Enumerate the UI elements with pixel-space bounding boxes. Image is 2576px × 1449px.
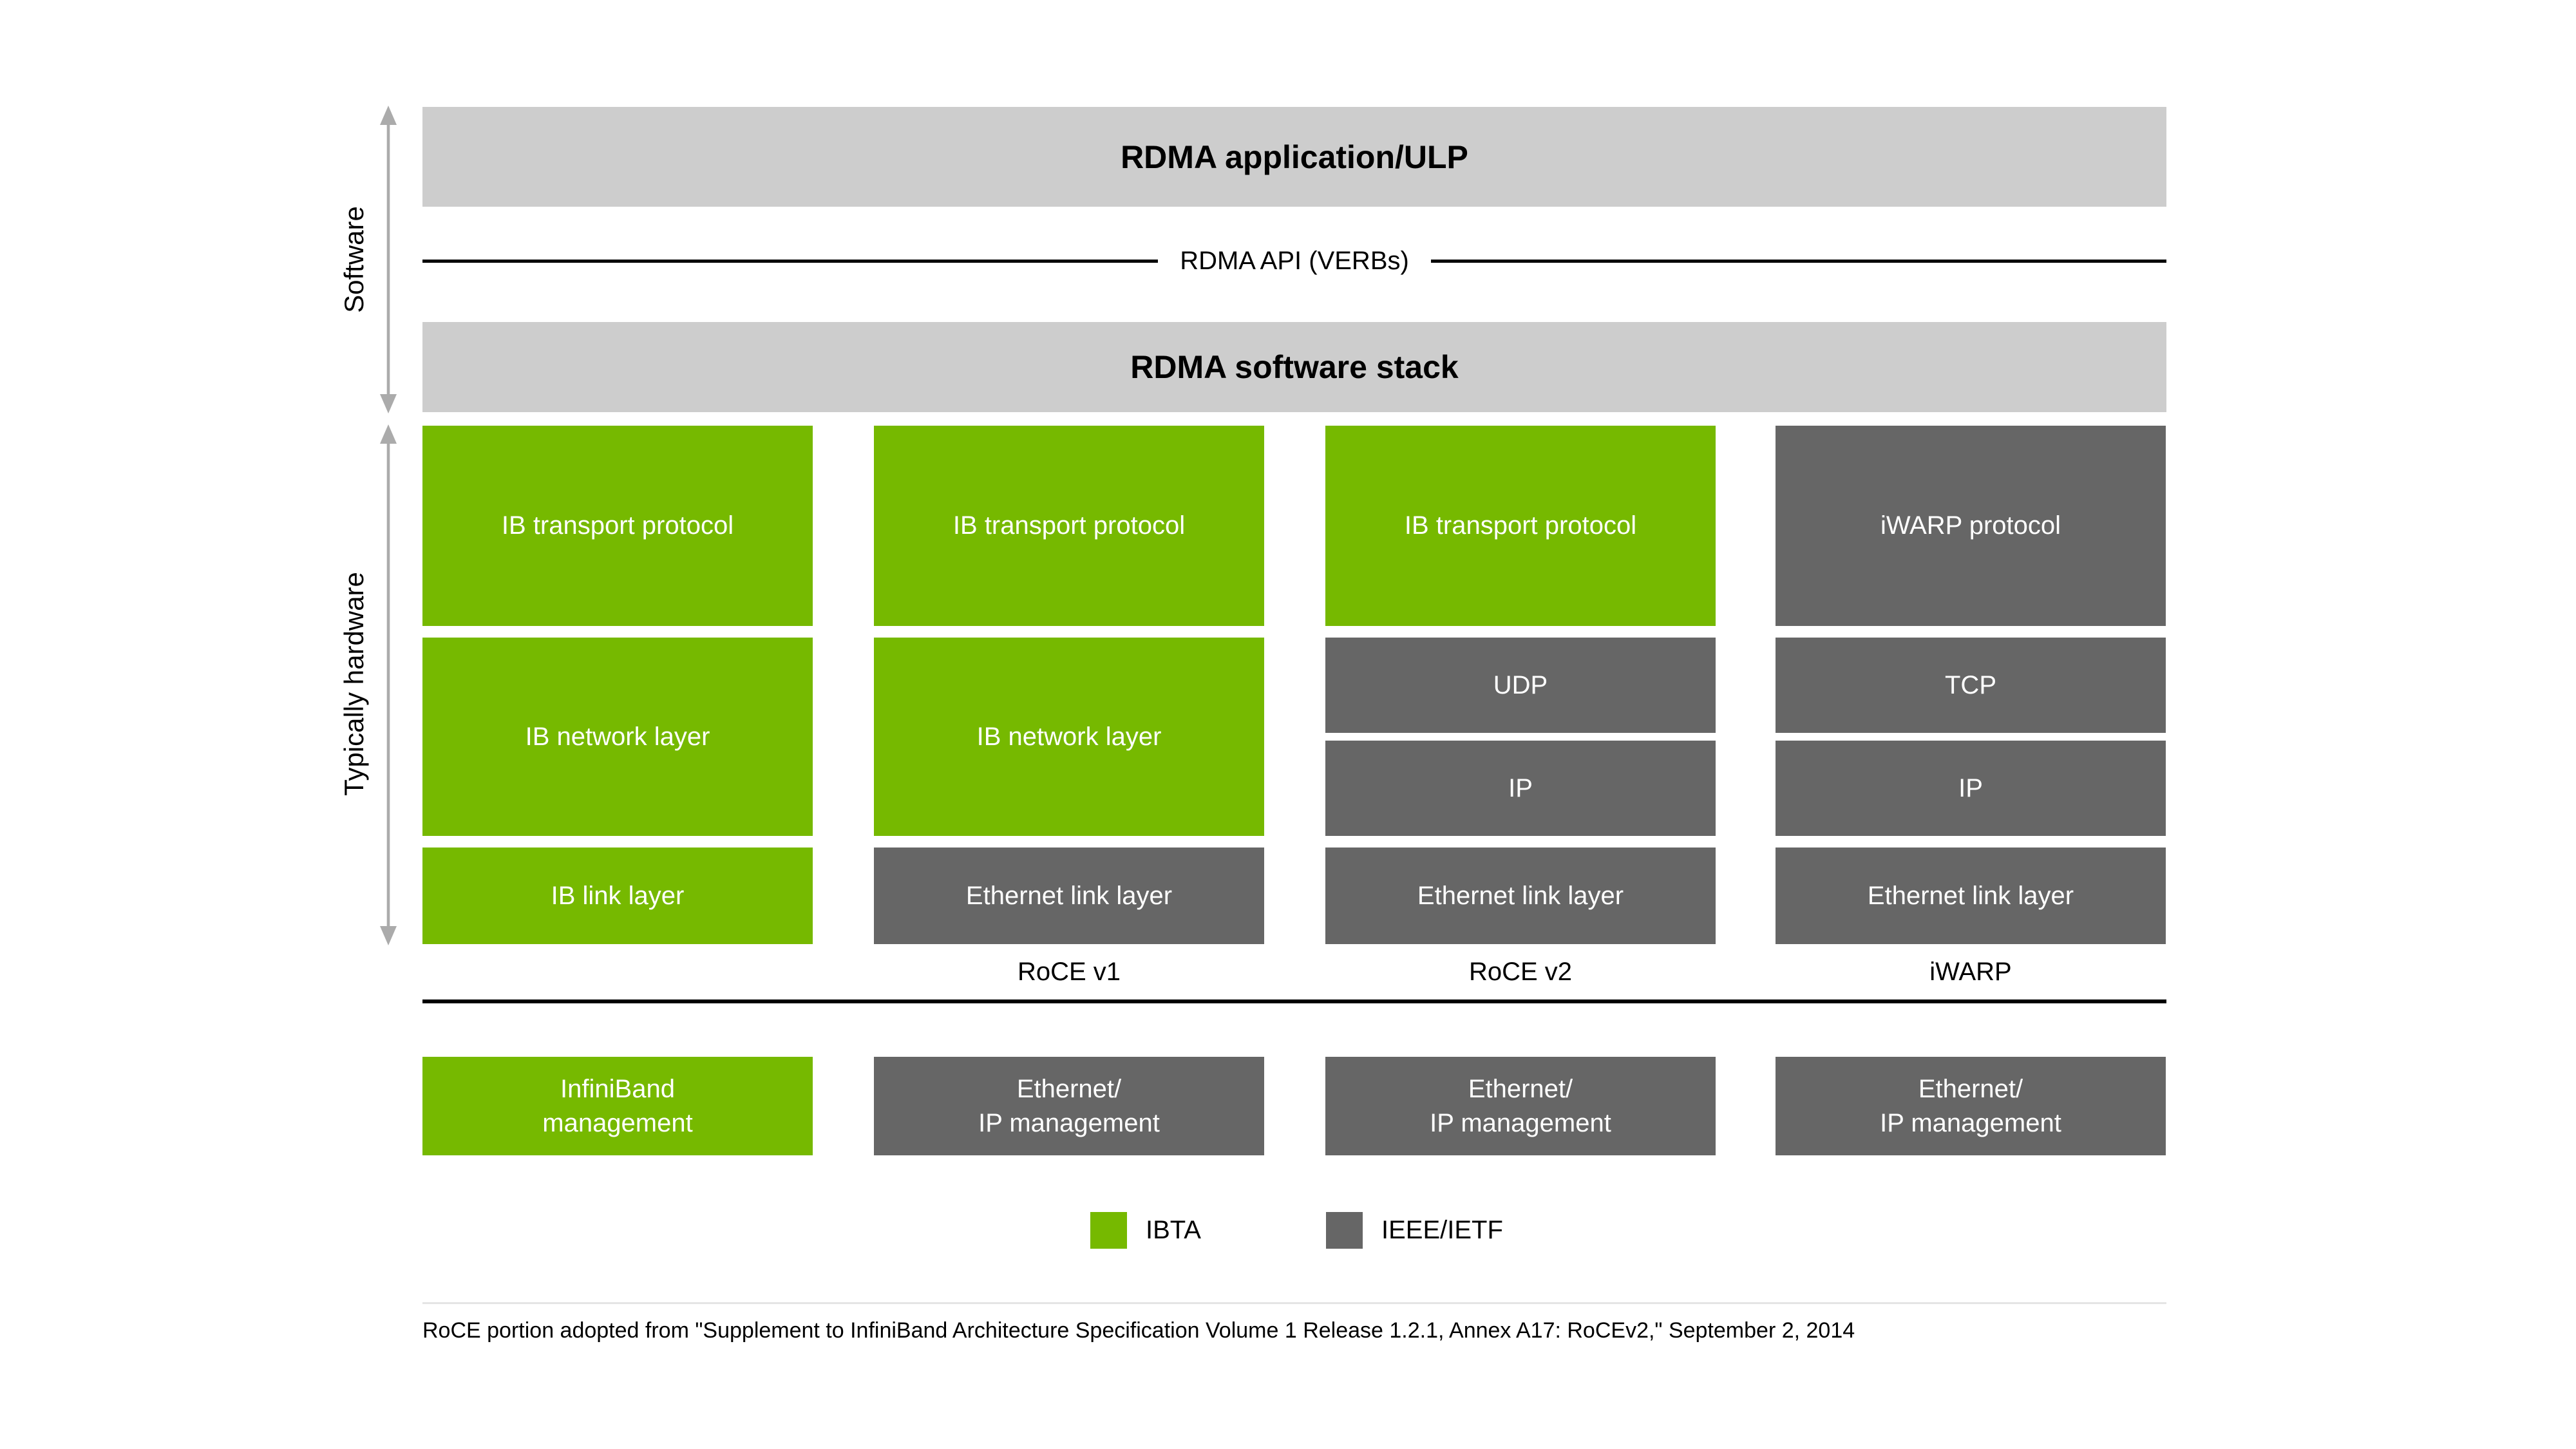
api-line-right [1430, 259, 2166, 263]
api-line-left [422, 259, 1159, 263]
rocev2-link-block: Ethernet link layer [1325, 848, 1716, 944]
rocev2-ip-block: IP [1325, 741, 1716, 836]
rdma-api-divider: RDMA API (VERBs) [422, 245, 2166, 276]
rdma-api-label: RDMA API (VERBs) [1180, 246, 1409, 275]
footer-rule [422, 1302, 2166, 1304]
footnote-text: RoCE portion adopted from "Supplement to… [422, 1318, 1855, 1343]
rocev1-stack-label: RoCE v1 [1017, 958, 1121, 986]
rocev1-link-block: Ethernet link layer [874, 848, 1264, 944]
rocev1-management-block: Ethernet/ IP management [874, 1057, 1264, 1155]
rocev1-network-block: IB network layer [874, 638, 1264, 836]
rocev2-stack-label: RoCE v2 [1468, 958, 1573, 986]
iwarp-stack-label: iWARP [1929, 958, 2012, 986]
rdma-software-stack-bar: RDMA software stack [422, 322, 2166, 412]
rocev2-udp-block: UDP [1325, 638, 1716, 733]
rocev2-management-block: Ethernet/ IP management [1325, 1057, 1716, 1155]
software-section-label: Software [339, 206, 369, 313]
infiniband-link-block: IB link layer [422, 848, 813, 944]
iwarp-tcp-block: TCP [1776, 638, 2166, 733]
iwarp-link-block: Ethernet link layer [1776, 848, 2166, 944]
ieee-ietf-color-swatch [1326, 1212, 1363, 1249]
ibta-color-swatch [1090, 1212, 1127, 1249]
legend-item-ieee-ietf: IEEE/IETF [1326, 1212, 1503, 1249]
ieee-ietf-legend-label: IEEE/IETF [1381, 1216, 1503, 1244]
infiniband-management-block: InfiniBand management [422, 1057, 813, 1155]
typically-hardware-section-label: Typically hardware [339, 572, 369, 796]
rocev2-transport-block: IB transport protocol [1325, 426, 1716, 626]
hardware-software-divider-line [422, 999, 2166, 1003]
hardware-range-arrow-icon [380, 424, 397, 945]
infiniband-transport-block: IB transport protocol [422, 426, 813, 626]
iwarp-protocol-block: iWARP protocol [1776, 426, 2166, 626]
iwarp-management-block: Ethernet/ IP management [1776, 1057, 2166, 1155]
ibta-legend-label: IBTA [1146, 1216, 1201, 1244]
infiniband-network-block: IB network layer [422, 638, 813, 836]
rdma-application-bar: RDMA application/ULP [422, 107, 2166, 207]
software-range-arrow-icon [380, 106, 397, 413]
legend-item-ibta: IBTA [1090, 1212, 1201, 1249]
iwarp-ip-block: IP [1776, 741, 2166, 836]
rocev1-transport-block: IB transport protocol [874, 426, 1264, 626]
